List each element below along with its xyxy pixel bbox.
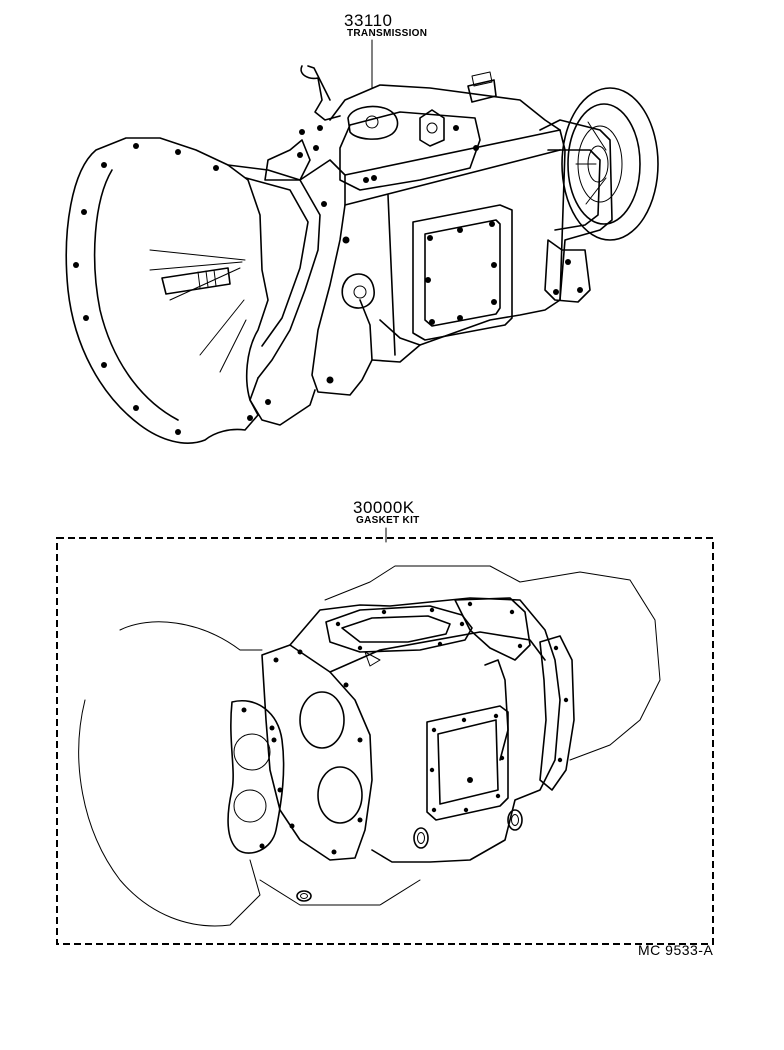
transmission-part-name: TRANSMISSION	[347, 28, 428, 39]
gasket-kit-part-name: GASKET KIT	[356, 515, 420, 526]
gasket-kit-boundary	[56, 537, 714, 945]
diagram-reference: MC 9533-A	[638, 942, 714, 958]
gasket-kit-part-number: 30000K	[353, 498, 415, 517]
transmission-part-number: 33110	[344, 11, 393, 30]
gasket-kit-illustration	[56, 527, 714, 945]
transmission-illustration	[65, 39, 659, 444]
